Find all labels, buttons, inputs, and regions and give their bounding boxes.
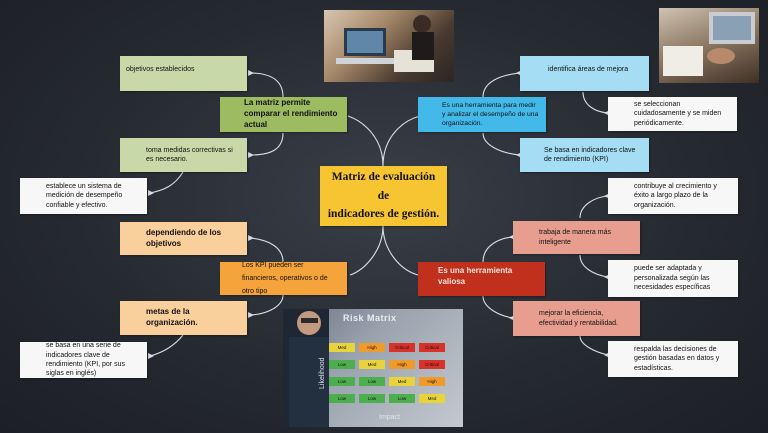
risk-cell: Low (389, 394, 415, 403)
leaf-mejorar-eficiencia: mejorar la eficiencia, efectividad y ren… (513, 301, 640, 336)
central-topic: Matriz de evaluación de indicadores de g… (320, 166, 447, 226)
central-topic-line1: Matriz de evaluación de (331, 171, 436, 202)
risk-cell: Med (359, 360, 385, 369)
leaf-respalda-decisiones: respalda las decisiones de gestión basad… (608, 341, 738, 377)
leaf-objetivos-establecidos: objetivos establecidos (120, 56, 247, 91)
risk-cell: Critical (419, 360, 445, 369)
leaf-sistema-medicion: establece un sistema de medición de dese… (20, 178, 147, 214)
leaf-medidas-correctivas: toma medidas correctivas si es necesario… (120, 138, 247, 172)
branch-kpi-financieros: Los KPI pueden ser financieros, operativ… (220, 262, 347, 295)
leaf-identifica-areas: identifica áreas de mejora (520, 56, 649, 91)
photo-hands-laptop (659, 8, 759, 83)
risk-matrix-axis-y: Likelihood (319, 357, 326, 389)
risk-cell: Critical (389, 343, 415, 352)
leaf-seleccionan-miden: se seleccionan cuidadosamente y se miden… (608, 97, 737, 131)
photo-laptop-office (324, 10, 454, 82)
leaf-trabaja-inteligente: trabaja de manera más inteligente (513, 221, 640, 254)
branch-herramienta-valiosa: Es una herramienta valiosa (418, 262, 545, 296)
leaf-serie-indicadores: se basa en una serie de indicadores clav… (20, 342, 147, 378)
leaf-adaptada-personalizada: puede ser adaptada y personalizada según… (608, 260, 738, 297)
risk-cell: Med (329, 343, 355, 352)
risk-cell: Low (359, 394, 385, 403)
branch-comparar-rendimiento: La matriz permite comparar el rendimient… (220, 97, 347, 132)
risk-cell: High (419, 377, 445, 386)
risk-cell: Low (359, 377, 385, 386)
risk-matrix-axis-x: Impact (379, 414, 401, 421)
risk-cell: Critical (419, 343, 445, 352)
branch-herramienta-medir: Es una herramienta para medir y analizar… (418, 97, 546, 132)
risk-cell: Low (329, 360, 355, 369)
risk-cell: Med (389, 377, 415, 386)
risk-cell: High (359, 343, 385, 352)
leaf-basa-kpi: Se basa en indicadores clave de rendimie… (520, 138, 649, 172)
central-topic-line2: indicadores de gestión. (327, 208, 440, 221)
leaf-dependiendo-objetivos: dependiendo de los objetivos (120, 222, 247, 255)
risk-cell: Med (419, 394, 445, 403)
risk-matrix-title: Risk Matrix (343, 313, 397, 323)
risk-cell: Low (329, 394, 355, 403)
risk-cell: Low (329, 377, 355, 386)
leaf-contribuye-crecimiento: contribuye al crecimiento y éxito a larg… (608, 178, 738, 214)
risk-cell: High (389, 360, 415, 369)
leaf-metas-organizacion: metas de la organización. (120, 301, 247, 335)
